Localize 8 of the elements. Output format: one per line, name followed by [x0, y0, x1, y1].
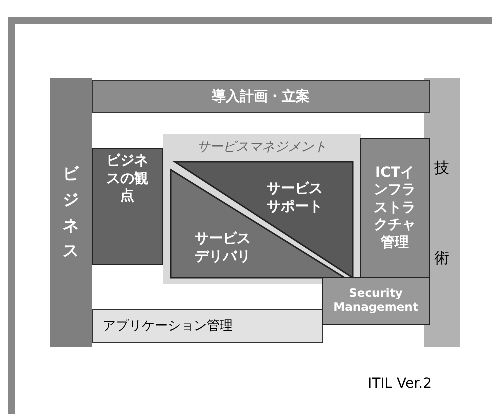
- panel: サービスマネジメント サービスサポート サービスデリバリ: [163, 134, 361, 284]
- note-text: ITIL Ver.2: [368, 376, 432, 392]
- process-box: ビジネスの観点: [92, 148, 163, 265]
- side-band: ビジネス: [50, 78, 92, 347]
- process-box: ICTインフラストラクチャ管理: [360, 138, 430, 279]
- process-box: Security Management: [322, 277, 430, 325]
- banner-bar: 導入計画・立案: [92, 80, 430, 113]
- bar: アプリケーション管理: [92, 309, 323, 343]
